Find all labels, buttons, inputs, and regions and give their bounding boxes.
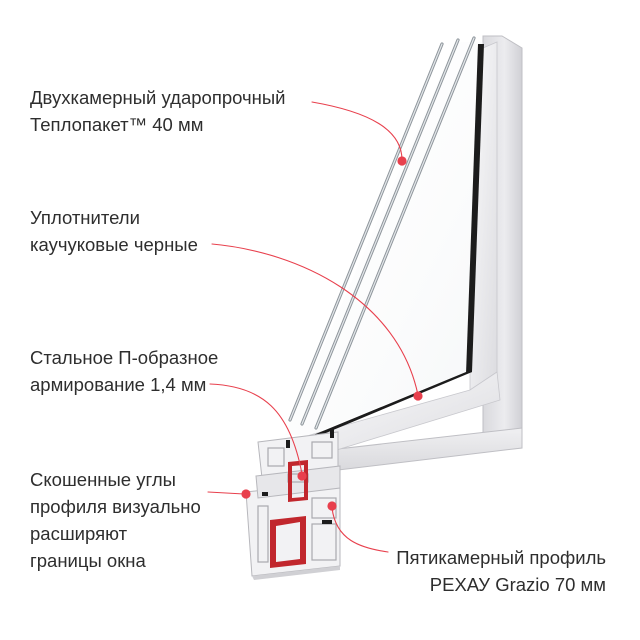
seal-bottom	[306, 372, 472, 438]
label-glass-unit-line1: Двухкамерный ударопрочный	[30, 87, 286, 108]
callout-line-reinforcement	[209, 383, 303, 475]
label-seals-line1: Уплотнители	[30, 207, 140, 228]
callout-dots	[241, 156, 423, 511]
steel-reinforcement-frame	[270, 516, 306, 568]
profile-cross-section	[245, 428, 341, 580]
label-corners-line4: границы окна	[30, 550, 146, 571]
label-seals: Уплотнители каучуковые черные	[30, 204, 198, 258]
label-profile-line2: РЕХАУ Grazio 70 мм	[429, 574, 606, 595]
label-reinforcement-line2: армирование 1,4 мм	[30, 374, 207, 395]
callout-line-corners	[207, 491, 245, 495]
callout-lines	[207, 101, 419, 553]
callout-line-glass-unit	[311, 101, 403, 161]
label-reinforcement: Стальное П-образное армирование 1,4 мм	[30, 344, 218, 398]
callout-line-profile	[331, 507, 389, 553]
callout-dot-profile	[327, 501, 337, 511]
steel-reinforcement-sash	[288, 460, 308, 502]
label-profile: Пятикамерный профиль РЕХАУ Grazio 70 мм	[396, 544, 606, 598]
label-corners-line3: расширяют	[30, 523, 128, 544]
callout-dot-seals	[413, 391, 423, 401]
label-glass-unit: Двухкамерный ударопрочный Теплопакет™ 40…	[30, 84, 286, 138]
glass-panes	[288, 36, 476, 430]
label-seals-line2: каучуковые черные	[30, 234, 198, 255]
label-reinforcement-line1: Стальное П-образное	[30, 347, 219, 368]
callout-dot-glass-unit	[397, 156, 407, 166]
callout-line-seals	[211, 243, 419, 396]
callout-dot-corners	[241, 489, 251, 499]
label-corners: Скошенные углы профиля визуально расширя…	[30, 466, 201, 574]
callout-dot-reinforcement	[297, 471, 307, 481]
label-profile-line1: Пятикамерный профиль	[396, 547, 606, 568]
label-corners-line2: профиля визуально	[30, 496, 201, 517]
glass-area	[285, 42, 483, 435]
label-corners-line1: Скошенные углы	[30, 469, 176, 490]
label-glass-unit-line2: Теплопакет™ 40 мм	[30, 114, 204, 135]
seal-vertical	[466, 44, 484, 374]
